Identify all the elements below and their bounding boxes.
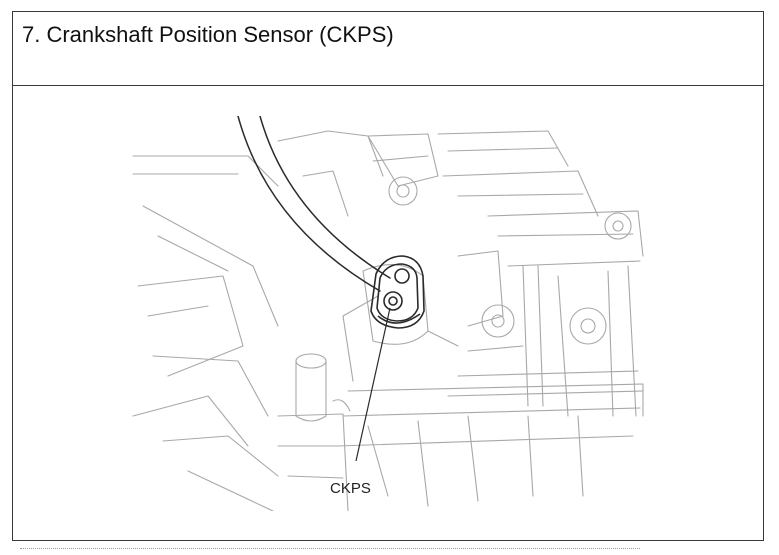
ckps-illustration bbox=[132, 116, 644, 511]
figure-cell: CKPS bbox=[13, 86, 763, 540]
ckps-callout-label: CKPS bbox=[330, 480, 371, 497]
procedure-table: 7. Crankshaft Position Sensor (CKPS) bbox=[12, 11, 764, 541]
title-cell: 7. Crankshaft Position Sensor (CKPS) bbox=[13, 12, 763, 86]
bottom-divider bbox=[20, 548, 640, 552]
section-title: 7. Crankshaft Position Sensor (CKPS) bbox=[22, 22, 394, 47]
